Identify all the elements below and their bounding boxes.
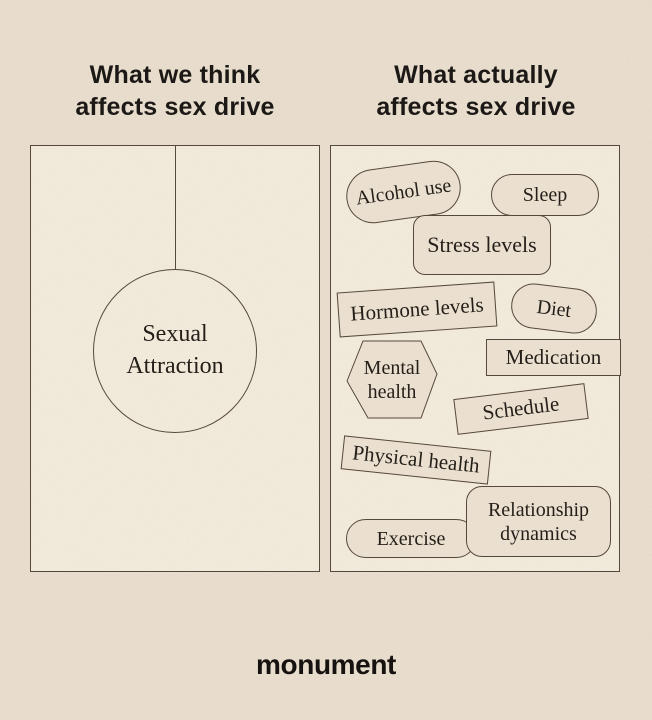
reality-panel: Alcohol use Sleep Stress levels Hormone … bbox=[330, 145, 621, 572]
monument-logo: monument bbox=[256, 649, 396, 680]
factor-sleep: Sleep bbox=[491, 174, 599, 216]
title-what-actually: What actually affects sex drive bbox=[376, 61, 576, 121]
factor-relationship-dynamics: Relationship dynamics bbox=[466, 486, 611, 557]
factor-hormone-levels: Hormone levels bbox=[336, 281, 498, 338]
factor-mental-health: Mental health bbox=[346, 340, 438, 420]
hanging-line bbox=[175, 146, 176, 269]
title-what-we-think: What we think affects sex drive bbox=[75, 61, 275, 121]
factor-physical-health: Physical health bbox=[340, 435, 492, 485]
factor-schedule: Schedule bbox=[453, 383, 589, 435]
belief-panel: Sexual Attraction bbox=[30, 145, 320, 572]
factor-diet: Diet bbox=[508, 280, 600, 337]
factor-mental-health-label: Mental health bbox=[363, 357, 421, 403]
factor-exercise: Exercise bbox=[346, 519, 476, 558]
sexual-attraction-bubble: Sexual Attraction bbox=[93, 269, 257, 433]
factor-medication: Medication bbox=[486, 339, 621, 376]
factor-stress-levels: Stress levels bbox=[413, 215, 551, 275]
